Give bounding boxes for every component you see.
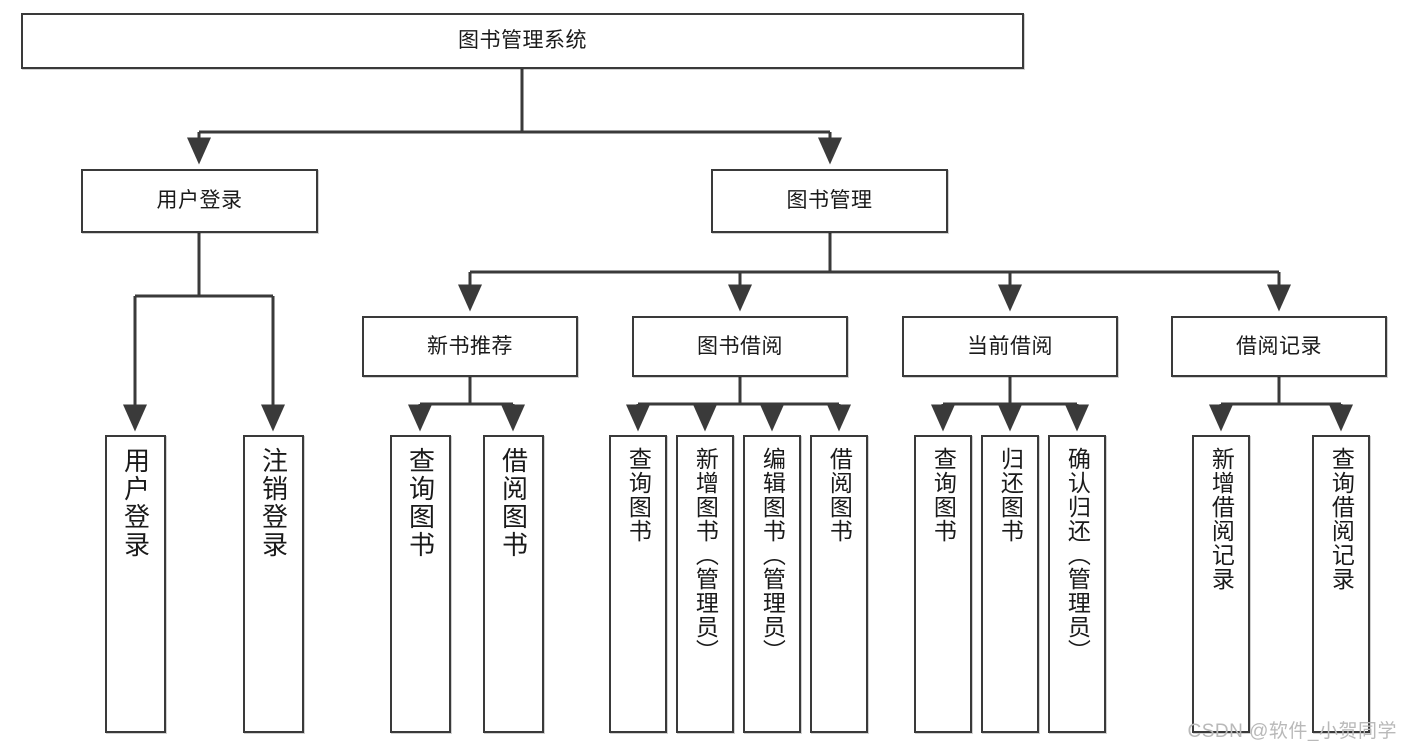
node-book-manage[interactable]: 图书管理 bbox=[711, 169, 948, 233]
node-current-borrow[interactable]: 当前借阅 bbox=[902, 316, 1118, 377]
node-leaf-query-book-2[interactable]: 查询图书 bbox=[609, 435, 667, 733]
node-borrow-record-label: 借阅记录 bbox=[1236, 334, 1322, 358]
node-leaf-logout[interactable]: 注销登录 bbox=[243, 435, 304, 733]
node-root-label: 图书管理系统 bbox=[458, 29, 587, 53]
node-root[interactable]: 图书管理系统 bbox=[21, 13, 1024, 69]
node-user-login-label: 用户登录 bbox=[156, 189, 243, 213]
node-leaf-confirm-return-label: 确认归还（管理员） bbox=[1064, 447, 1091, 663]
node-book-borrow[interactable]: 图书借阅 bbox=[632, 316, 848, 377]
node-leaf-query-book-2-label: 查询图书 bbox=[625, 447, 652, 543]
node-leaf-user-login[interactable]: 用户登录 bbox=[105, 435, 166, 733]
node-leaf-add-book[interactable]: 新增图书（管理员） bbox=[676, 435, 734, 733]
node-leaf-query-book-3-label: 查询图书 bbox=[930, 447, 957, 543]
node-new-book-recommend[interactable]: 新书推荐 bbox=[362, 316, 578, 377]
node-leaf-borrow-book-1-label: 借阅图书 bbox=[498, 447, 529, 559]
node-current-borrow-label: 当前借阅 bbox=[967, 334, 1053, 358]
node-leaf-borrow-book-2[interactable]: 借阅图书 bbox=[810, 435, 868, 733]
node-leaf-edit-book-label: 编辑图书（管理员） bbox=[759, 447, 786, 663]
node-leaf-return-book-label: 归还图书 bbox=[997, 447, 1024, 543]
node-leaf-query-record[interactable]: 查询借阅记录 bbox=[1312, 435, 1370, 733]
node-leaf-logout-label: 注销登录 bbox=[258, 447, 289, 559]
node-leaf-borrow-book-1[interactable]: 借阅图书 bbox=[483, 435, 544, 733]
node-leaf-add-record-label: 新增借阅记录 bbox=[1208, 447, 1235, 591]
node-borrow-record[interactable]: 借阅记录 bbox=[1171, 316, 1387, 377]
node-book-borrow-label: 图书借阅 bbox=[697, 334, 783, 358]
node-leaf-query-book-1-label: 查询图书 bbox=[405, 447, 436, 559]
node-leaf-add-book-label: 新增图书（管理员） bbox=[692, 447, 719, 663]
node-leaf-query-book-3[interactable]: 查询图书 bbox=[914, 435, 972, 733]
node-leaf-confirm-return[interactable]: 确认归还（管理员） bbox=[1048, 435, 1106, 733]
watermark: CSDN @软件_小贺同学 bbox=[1187, 721, 1397, 742]
node-book-manage-label: 图书管理 bbox=[786, 189, 873, 213]
node-leaf-query-book-1[interactable]: 查询图书 bbox=[390, 435, 451, 733]
node-leaf-edit-book[interactable]: 编辑图书（管理员） bbox=[743, 435, 801, 733]
node-leaf-return-book[interactable]: 归还图书 bbox=[981, 435, 1039, 733]
node-new-book-recommend-label: 新书推荐 bbox=[427, 334, 513, 358]
node-user-login[interactable]: 用户登录 bbox=[81, 169, 318, 233]
node-leaf-add-record[interactable]: 新增借阅记录 bbox=[1192, 435, 1250, 733]
node-leaf-borrow-book-2-label: 借阅图书 bbox=[826, 447, 853, 543]
node-leaf-query-record-label: 查询借阅记录 bbox=[1328, 447, 1355, 591]
node-leaf-user-login-label: 用户登录 bbox=[120, 447, 151, 559]
